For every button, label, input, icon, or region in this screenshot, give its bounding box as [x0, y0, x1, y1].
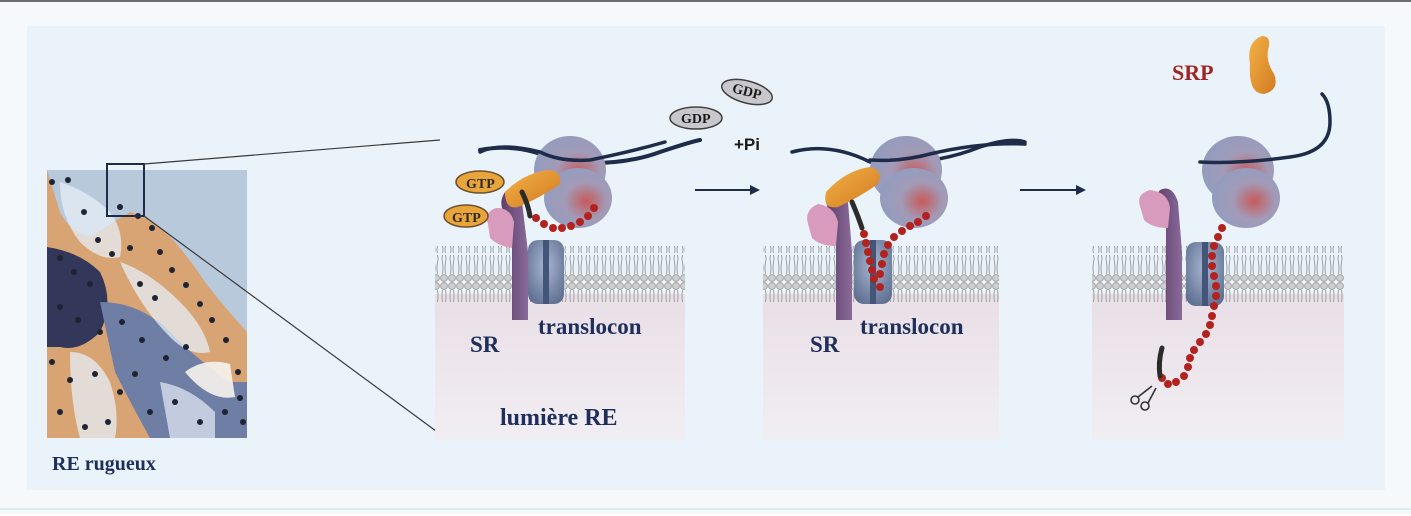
lumen-region-2	[763, 294, 999, 440]
label-gtp-2: GTP	[452, 211, 481, 226]
stage-2	[790, 136, 1027, 320]
label-lumiere-re: lumière RE	[500, 405, 618, 431]
rough-er-illustration	[47, 170, 247, 438]
label-pi: +Pi	[734, 135, 760, 154]
sr-receptor-1	[501, 189, 528, 320]
label-gdp-1: GDP	[681, 112, 711, 127]
sr-pink-2	[807, 204, 838, 246]
stage-3	[1130, 36, 1332, 411]
label-sr-1: SR	[470, 332, 500, 357]
zoom-box	[106, 163, 145, 217]
zoom-line-top	[143, 139, 441, 165]
srp-free	[1249, 36, 1276, 94]
sr-pink-3	[1139, 190, 1170, 228]
lumen-region-3	[1092, 294, 1344, 440]
label-gtp-1: GTP	[466, 177, 495, 192]
sr-receptor-3	[1156, 188, 1182, 320]
scissors-icon	[1130, 385, 1157, 411]
label-sr-2: SR	[810, 332, 840, 357]
zoom-line-bottom	[143, 215, 441, 435]
sr-receptor-2	[826, 188, 852, 320]
label-srp: SRP	[1172, 60, 1214, 85]
label-re-rugueux: RE rugueux	[52, 453, 156, 475]
label-translocon-2: translocon	[860, 314, 964, 339]
sr-pink-1	[487, 207, 514, 248]
lumen-region-1	[435, 294, 685, 440]
label-translocon-1: translocon	[538, 314, 642, 339]
arrow-1	[695, 185, 760, 195]
bottom-rule	[0, 508, 1411, 510]
stage-1	[443, 78, 774, 320]
arrow-2	[1020, 185, 1086, 195]
